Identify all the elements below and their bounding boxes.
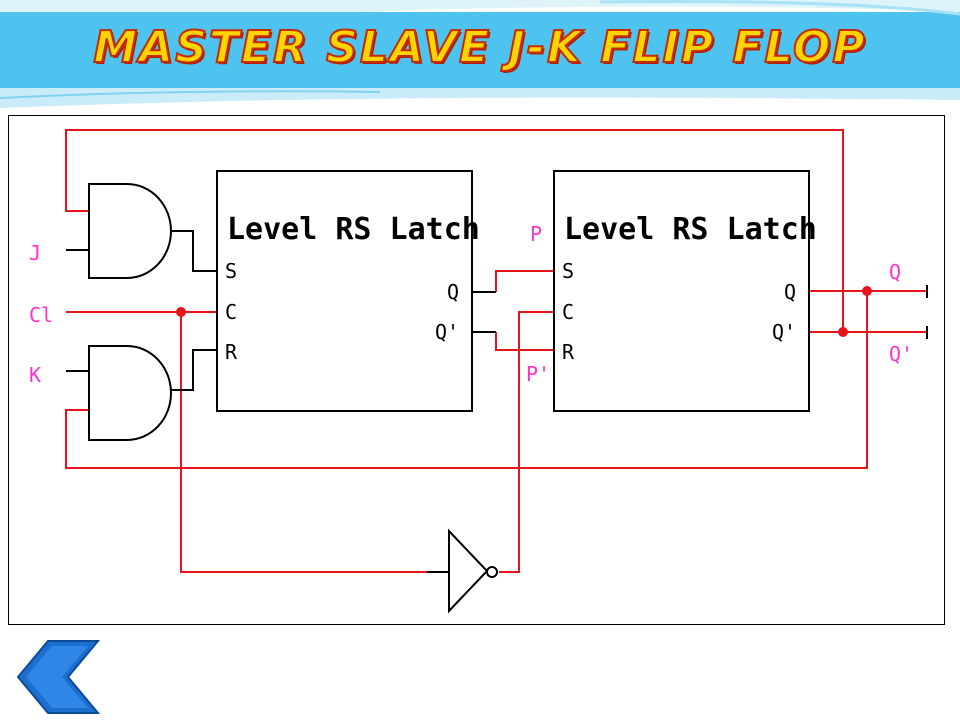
clock-inverter <box>448 528 489 614</box>
input-label-clock: Cl <box>29 303 53 327</box>
pbar-wire <box>495 332 554 351</box>
slave-pin-r: R <box>562 340 575 364</box>
slave-latch <box>553 170 810 412</box>
feedback-wire-q-to-k <box>65 291 868 469</box>
clock-to-inverter-wire <box>180 312 427 573</box>
back-button[interactable] <box>14 638 101 716</box>
junctions <box>176 286 872 337</box>
and-gate-k <box>88 345 172 441</box>
qbar-junction <box>838 327 848 337</box>
output-label-qbar: Q' <box>889 342 913 366</box>
input-label-k: K <box>29 363 41 387</box>
slave-pin-qbar: Q' <box>772 320 796 344</box>
p-wire <box>495 270 554 292</box>
slave-latch-title: Level RS Latch <box>564 212 817 247</box>
chevron-left-icon <box>16 640 101 714</box>
master-pin-c: C <box>225 300 237 324</box>
q-junction <box>862 286 872 296</box>
inverted-clock-wire <box>499 311 554 573</box>
master-latch-title: Level RS Latch <box>227 212 480 247</box>
slave-pin-s: S <box>562 259 574 283</box>
slave-pin-c: C <box>562 300 574 324</box>
gate-wiring <box>66 230 928 391</box>
slave-pin-q: Q <box>784 280 796 304</box>
inverter-bubble <box>486 566 498 578</box>
internal-label-pbar: P' <box>526 362 550 386</box>
master-latch <box>216 170 473 412</box>
and-gate-j <box>88 183 172 279</box>
page-title: MASTER SLAVE J-K FLIP FLOP <box>92 21 867 74</box>
circuit-diagram: Level RS Latch S C R Q Q' Level RS Latch… <box>8 115 945 625</box>
input-label-j: J <box>29 241 41 265</box>
master-pin-r: R <box>225 340 238 364</box>
master-pin-s: S <box>225 259 237 283</box>
master-pin-q: Q <box>447 280 459 304</box>
header-banner <box>0 0 960 108</box>
output-label-q: Q <box>889 260 901 284</box>
internal-label-p: P <box>530 222 542 246</box>
clock-junction <box>176 307 186 317</box>
master-pin-qbar: Q' <box>435 320 459 344</box>
feedback-wire-qbar-to-j <box>65 129 844 332</box>
